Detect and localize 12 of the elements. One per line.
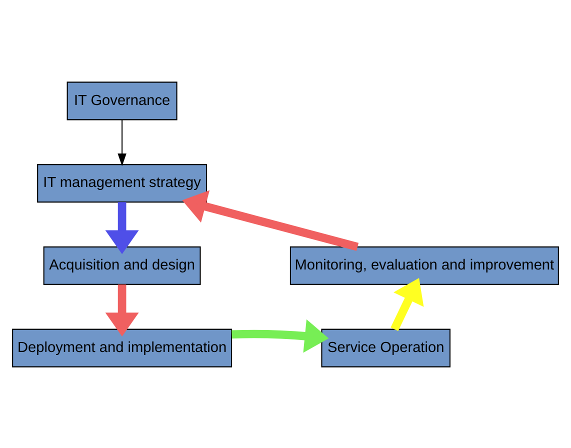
arrow [232,318,329,352]
arrow [182,190,359,250]
arrow [105,284,139,336]
node-box: IT Governance [66,81,178,120]
node-box: Monitoring, evaluation and improvement [290,246,559,284]
arrow [390,278,424,331]
node-box: Service Operation [321,328,450,367]
node-box: Acquisition and design [43,246,201,284]
arrow [118,119,126,166]
arrow [105,202,139,254]
node-box: Deployment and implementation [12,328,232,367]
node-box: IT management strategy [37,164,208,202]
